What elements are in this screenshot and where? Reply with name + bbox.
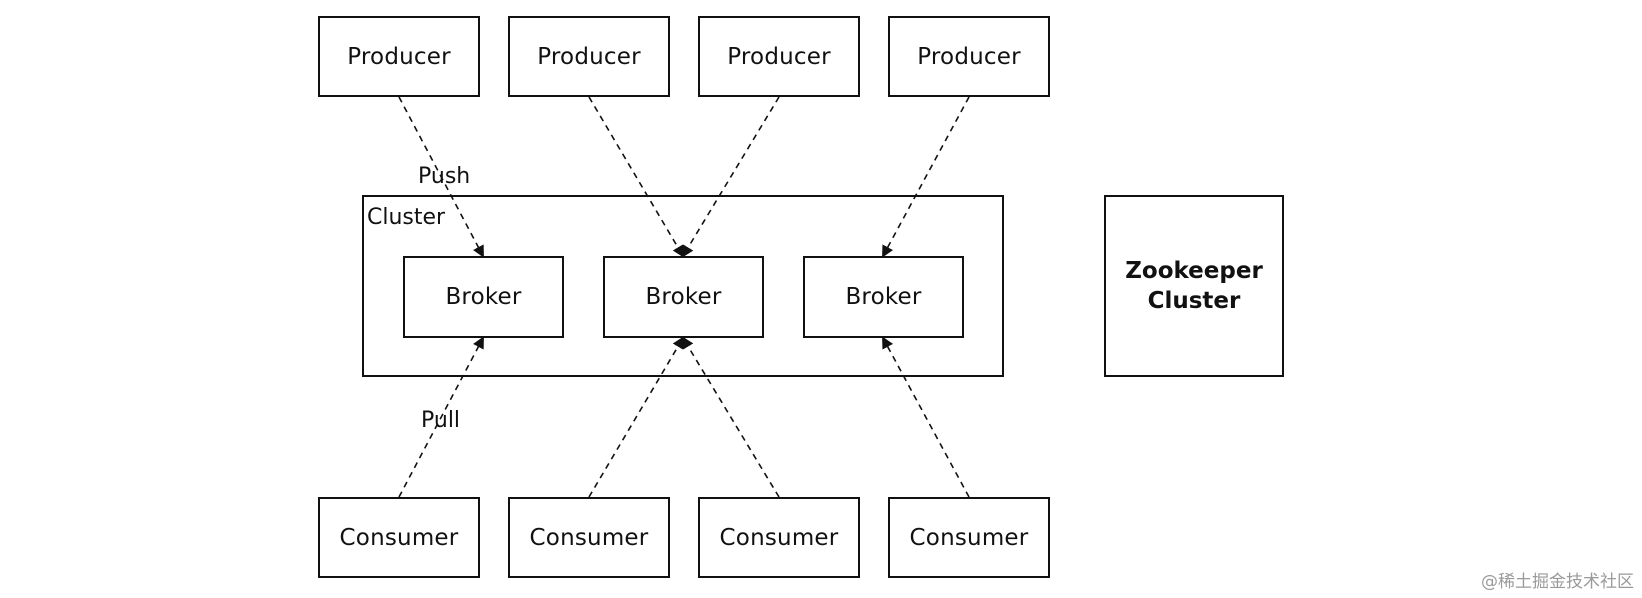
producer-box[interactable]: Producer xyxy=(698,16,860,97)
consumer-label: Consumer xyxy=(719,524,839,551)
broker-label: Broker xyxy=(845,284,922,310)
pull-label: Pull xyxy=(421,408,461,433)
zookeeper-subtitle: Cluster xyxy=(1147,288,1241,314)
push-arrow-1 xyxy=(588,96,685,258)
producer-label: Producer xyxy=(537,43,641,70)
pull-arrow-6 xyxy=(681,336,780,498)
broker-box[interactable]: Broker xyxy=(403,256,564,338)
cluster-label: Cluster xyxy=(367,205,446,230)
consumer-box[interactable]: Consumer xyxy=(698,497,860,578)
consumer-label: Consumer xyxy=(339,524,459,551)
producer-label: Producer xyxy=(727,43,831,70)
pull-arrow-5 xyxy=(588,336,685,498)
push-arrow-2 xyxy=(681,96,780,258)
pull-arrow-7 xyxy=(882,336,970,498)
zookeeper-cluster-box[interactable]: Zookeeper Cluster xyxy=(1104,195,1284,377)
push-arrow-3 xyxy=(882,96,970,258)
edges-layer xyxy=(398,96,970,498)
consumer-label: Consumer xyxy=(529,524,649,551)
producer-label: Producer xyxy=(347,43,451,70)
consumer-box[interactable]: Consumer xyxy=(888,497,1050,578)
push-arrow-0 xyxy=(398,96,484,258)
pull-arrow-4 xyxy=(398,336,484,498)
broker-box[interactable]: Broker xyxy=(803,256,964,338)
zookeeper-title: Zookeeper xyxy=(1125,258,1263,284)
producer-label: Producer xyxy=(917,43,1021,70)
broker-label: Broker xyxy=(645,284,722,310)
cluster-container xyxy=(362,195,1004,377)
consumer-box[interactable]: Consumer xyxy=(508,497,670,578)
broker-label: Broker xyxy=(445,284,522,310)
watermark: @稀土掘金技术社区 xyxy=(1481,572,1634,592)
broker-box[interactable]: Broker xyxy=(603,256,764,338)
consumer-label: Consumer xyxy=(909,524,1029,551)
push-label: Push xyxy=(418,164,471,189)
producer-box[interactable]: Producer xyxy=(888,16,1050,97)
producer-box[interactable]: Producer xyxy=(508,16,670,97)
producer-box[interactable]: Producer xyxy=(318,16,480,97)
consumer-box[interactable]: Consumer xyxy=(318,497,480,578)
